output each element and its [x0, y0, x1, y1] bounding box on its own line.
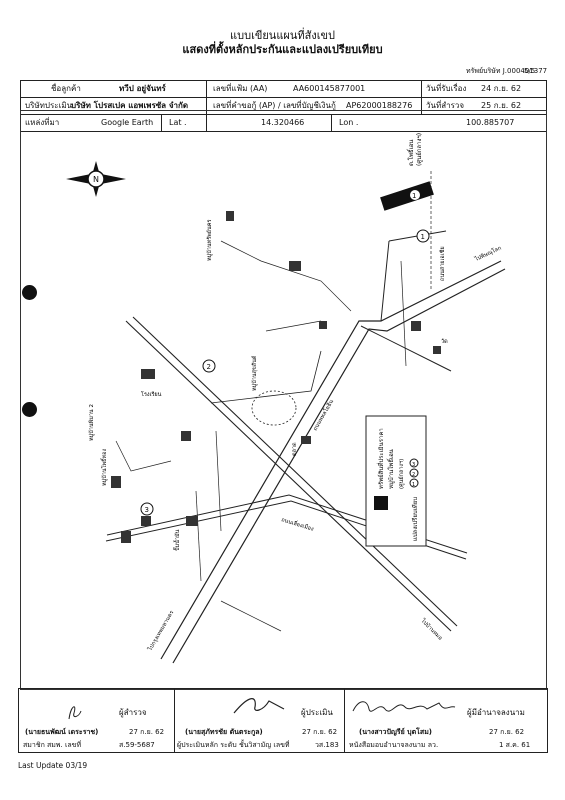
map-label-6: หมู่บ้านโพธิ์ทอง: [100, 449, 108, 486]
north-arrow-icon: N: [66, 161, 126, 197]
signer-1-name: (นายธนพัฒน์ เดระราช): [25, 728, 99, 736]
map-source-label: แหล่งที่มา: [25, 118, 60, 127]
header-table: ชื่อลูกค้า ทวีป อยู่จันทร์ เลขที่แฟ้ม (A…: [20, 80, 547, 132]
main-highway: [160, 260, 506, 664]
road-local-4: [195, 490, 202, 582]
road-diagonal-2: [132, 316, 458, 627]
survey-label: วันที่สำรวจ: [426, 101, 465, 110]
map-label-14: ตลาด: [292, 442, 298, 456]
svg-text:2: 2: [207, 363, 211, 371]
signer-2-date: 27 ก.ย. 62: [302, 728, 338, 736]
map-label-4: หมู่บ้านทรัพย์นคร: [206, 220, 213, 261]
svg-text:1: 1: [421, 233, 425, 241]
ap-label: เลขที่คำขอกู้ (AP) / เลขที่บัญชีเงินกู้: [213, 101, 336, 110]
signer-3-name: (นางสาวปัญรีย์ บุตโสม): [359, 728, 433, 736]
page-number: 5/5: [524, 67, 536, 75]
svg-text:N: N: [93, 175, 99, 184]
road-local-6: [115, 440, 172, 472]
legend-subject-label: ทรัพย์สินที่ประเมินราคา: [377, 428, 385, 489]
received-label: วันที่รับเรื่อง: [426, 84, 467, 93]
marker-1: 1: [416, 229, 430, 243]
signer-1-note: สมาชิก สมพ. เลขที่: [23, 741, 82, 749]
map-label-3: ถนนสายเอเชีย: [439, 246, 446, 281]
marker-2: 2: [202, 359, 216, 373]
signer-2-role: ผู้ประเมิน: [301, 708, 333, 717]
appraiser-label: บริษัทประเมิน: [25, 101, 73, 110]
signer-1-date: 27 ก.ย. 62: [129, 728, 165, 736]
signer-3-date: 27 ก.ย. 62: [489, 728, 525, 736]
signature-2-icon: [233, 698, 285, 714]
map-source-value: Google Earth: [101, 118, 154, 127]
map-label-9: ถนนเลี่ยงเมือง: [280, 515, 315, 533]
document-title: แบบเขียนแผนที่สังเขป: [230, 29, 335, 42]
road-local-1: [220, 240, 352, 312]
signature-table: ผู้สำรวจ (นายธนพัฒน์ เดระราช) 27 ก.ย. 62…: [18, 688, 548, 753]
signer-2-name: (นายสุภัทรชัย ตันตระกูล): [185, 728, 263, 736]
road-east: [360, 325, 452, 372]
customer-name: ทวีป อยู่จันทร์: [119, 84, 166, 93]
signer-3-role: ผู้มีอำนาจลงนาม: [467, 708, 525, 717]
survey-value: 25 ก.ย. 62: [481, 101, 522, 110]
ap-value: AP62000188276: [346, 101, 413, 110]
document-subtitle: แสดงที่ตั้งหลักประกันและแปลงเปรียบเทียบ: [182, 43, 383, 56]
form-number: ทรัพย์บริษัท J.000401377: [466, 67, 548, 75]
road-local-5: [220, 600, 282, 632]
lat-value: 14.320466: [261, 118, 305, 127]
signer-2-number: วส.183: [315, 741, 339, 749]
legend-title: แปลงเปรียบเทียบ: [411, 497, 419, 541]
map-legend: ทรัพย์สินที่ประเมินราคา หมู่บ้านโพธิ์เอน…: [365, 415, 427, 547]
legend-subject-sub: หมู่บ้านโพธิ์เอน: [386, 449, 395, 489]
map-label-12: โรงเรียน: [141, 390, 162, 398]
road-local-2: [265, 320, 322, 332]
punch-hole-2: [22, 402, 37, 417]
signature-3-icon: [352, 701, 456, 712]
signer-2-note: ผู้ประเมินหลัก ระดับ ชั้นวิสามัญ เลขที่: [177, 741, 290, 749]
punch-hole-1: [22, 285, 37, 300]
lat-label: Lat .: [169, 118, 187, 127]
aa-label: เลขที่แฟ้ม (AA): [213, 84, 268, 93]
dashed-zone: [251, 390, 297, 426]
marker-3: 3: [140, 502, 154, 516]
building-icons: [111, 211, 441, 543]
road-mid: [210, 350, 322, 404]
received-value: 24 ก.ย. 62: [481, 84, 522, 93]
signer-1-number: ส.59-5687: [119, 741, 155, 749]
road-north: [380, 240, 390, 322]
subject-property: 1: [380, 181, 434, 211]
road-local-8: [400, 260, 407, 367]
lon-label: Lon .: [339, 118, 359, 127]
map-label-8: ถนนพหลโยธิน: [311, 398, 335, 432]
appraiser-value: บริษัท โปรสเปค แอพเพรซัล จำกัด: [71, 101, 189, 110]
road-diagonal: [125, 320, 452, 632]
map-label-11: ไปกรุงเทพมหานคร: [146, 609, 175, 652]
lon-value: 100.885707: [466, 118, 515, 127]
customer-label: ชื่อลูกค้า: [51, 84, 81, 93]
signature-1-icon: [68, 706, 82, 720]
aa-value: AA600145877001: [293, 84, 366, 93]
svg-text:3: 3: [145, 506, 149, 514]
map-label-5: ไปพิษณุโลก: [473, 244, 503, 264]
map-label-7: หมู่บ้านสุขสันต์: [251, 355, 258, 391]
signer-3-note: หนังสือมอบอำนาจลงนาม ลว.: [349, 741, 439, 749]
legend-subject-sub2: (ศูนย์กลางฯ): [398, 459, 405, 489]
signer-3-number: 1 ส.ค. 61: [499, 741, 531, 749]
legend-number-1: 1: [412, 482, 415, 488]
last-update: Last Update 03/19: [18, 761, 88, 770]
map-label-1: ต.โพธิ์เอน: [406, 140, 415, 166]
legend-number-2: 2: [412, 472, 415, 478]
legend-number-3: 3: [412, 462, 415, 468]
signer-1-role: ผู้สำรวจ: [119, 708, 147, 717]
map-label-2: (ศูนย์กลางฯ): [415, 133, 423, 166]
marker-subject-label: 1: [412, 192, 416, 200]
location-map: N 1 1: [20, 110, 547, 690]
map-label-13: วัด: [441, 338, 448, 345]
map-label-10: หมู่บ้านพิมาน 2: [88, 404, 95, 441]
map-label-15: ปั๊มน้ำมัน: [173, 529, 181, 551]
road-local-3: [215, 430, 222, 532]
